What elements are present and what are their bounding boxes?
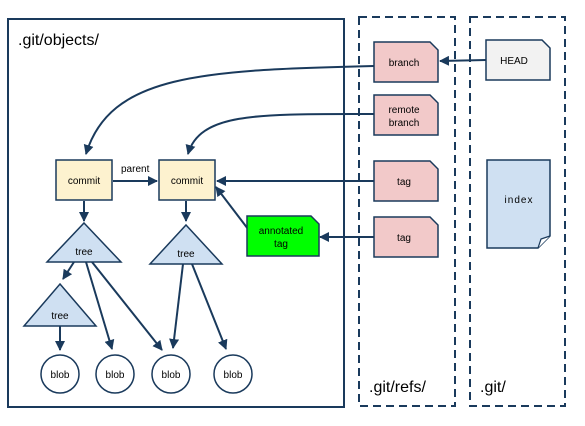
blob-2[interactable]: blob (95, 354, 135, 394)
commit-right-label: commit (171, 176, 203, 187)
edge-tree-to-subtree (62, 261, 75, 280)
blob-4[interactable]: blob (213, 354, 253, 394)
blob-3-label: blob (162, 370, 181, 381)
edge-head-to-branch (439, 55, 487, 66)
remote-branch-line1: remote (388, 105, 420, 116)
refs-area (358, 16, 456, 407)
index-file[interactable]: index (486, 159, 551, 249)
remote-branch-line2: branch (389, 118, 420, 129)
edge-branch-to-commit (83, 65, 375, 155)
annotated-tag-line1: annotated (259, 226, 304, 237)
blob-3[interactable]: blob (151, 354, 191, 394)
commit-right[interactable]: commit (158, 159, 216, 201)
tag-ref-1-label: tag (397, 177, 411, 188)
objects-area-label: .git/objects/ (18, 32, 99, 49)
edge-tree-to-blob-2 (85, 261, 115, 350)
tag-ref-1[interactable]: tag (373, 160, 439, 202)
tree-subtree[interactable]: tree (22, 282, 98, 327)
tree-subtree-label: tree (51, 311, 69, 322)
branch-ref-label: branch (389, 58, 420, 69)
blob-1[interactable]: blob (40, 354, 80, 394)
tree-right[interactable]: tree (148, 223, 224, 265)
tree-left[interactable]: tree (45, 221, 123, 263)
edge-remote-branch-to-commit (185, 112, 375, 155)
objects-area (7, 18, 345, 408)
commit-left[interactable]: commit (55, 159, 113, 201)
edge-tree-right-to-blob-3 (169, 263, 184, 349)
branch-ref[interactable]: branch (373, 41, 439, 83)
head-ref[interactable]: HEAD (485, 39, 551, 81)
edge-annotated-tag-to-commit (215, 186, 249, 230)
git-area-label: .git/ (480, 379, 506, 396)
tree-left-label: tree (75, 247, 93, 258)
index-file-label: index (505, 195, 534, 206)
git-area (469, 16, 566, 407)
edge-tree-to-blob-3 (91, 261, 163, 351)
annotated-tag[interactable]: annotated tag (246, 215, 320, 257)
edge-tree-right-to-blob-4 (191, 263, 228, 350)
tag-ref-2-label: tag (397, 233, 411, 244)
commit-left-label: commit (68, 176, 100, 187)
parent-edge-label: parent (121, 164, 150, 175)
remote-branch-ref[interactable]: remote branch (373, 94, 439, 136)
blob-2-label: blob (106, 370, 125, 381)
head-ref-label: HEAD (500, 56, 528, 67)
tree-right-label: tree (177, 249, 195, 260)
refs-area-label: .git/refs/ (369, 379, 426, 396)
tag-ref-2[interactable]: tag (373, 216, 439, 258)
blob-1-label: blob (51, 370, 70, 381)
annotated-tag-line2: tag (274, 239, 288, 250)
blob-4-label: blob (224, 370, 243, 381)
